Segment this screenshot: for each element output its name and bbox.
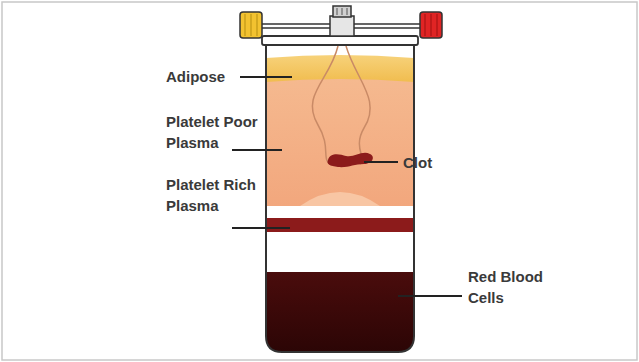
layer-label: Adipose	[166, 66, 236, 87]
layer-label: Clot	[403, 152, 463, 173]
leader-line	[364, 161, 398, 163]
layer-label: Platelet Rich Plasma	[166, 174, 274, 216]
layer-label: Red Blood Cells	[468, 266, 558, 308]
port-line	[262, 23, 330, 25]
clot-shape	[327, 153, 372, 167]
inner-tubing	[346, 46, 370, 164]
layer-label: Platelet Poor Plasma	[166, 111, 274, 153]
valve-knob	[333, 6, 351, 17]
leader-line	[240, 76, 292, 78]
platelet-rich-plasma-layer	[266, 218, 414, 232]
plasma-dome	[300, 192, 380, 206]
inner-tubing	[312, 46, 338, 165]
leader-line	[232, 149, 282, 151]
red-blood-cell-layer	[266, 272, 414, 356]
leader-line	[232, 227, 290, 229]
port-line	[354, 23, 420, 25]
tube-lid	[262, 36, 418, 45]
tube-contents	[266, 44, 414, 356]
yellow-cap	[240, 12, 262, 38]
red-cap	[420, 12, 442, 38]
central-valve	[330, 16, 354, 36]
platelet-poor-plasma-layer	[266, 79, 414, 206]
tube-wall	[266, 44, 414, 352]
leader-line	[398, 295, 462, 297]
